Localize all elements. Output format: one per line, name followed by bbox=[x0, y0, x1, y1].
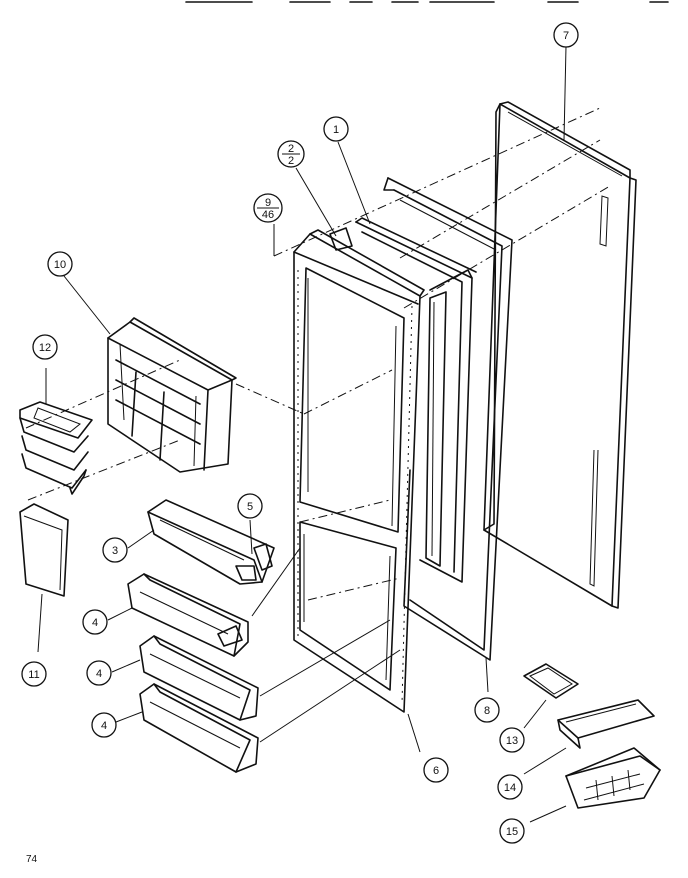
part-14-lid bbox=[557, 699, 655, 749]
callout-3: 3 bbox=[102, 537, 128, 563]
svg-text:14: 14 bbox=[504, 782, 516, 794]
callout-14: 14 bbox=[497, 774, 523, 800]
svg-text:6: 6 bbox=[433, 765, 439, 777]
callout-8: 8 bbox=[474, 697, 500, 723]
part-13-tray bbox=[523, 663, 579, 699]
callout-10: 10 bbox=[47, 251, 73, 277]
svg-text:4: 4 bbox=[92, 617, 98, 629]
svg-text:46: 46 bbox=[262, 209, 274, 221]
callout-1: 1 bbox=[323, 116, 349, 142]
callout-9-46: 9 46 bbox=[253, 193, 283, 223]
svg-text:4: 4 bbox=[96, 668, 102, 680]
callout-6: 6 bbox=[423, 757, 449, 783]
svg-text:1: 1 bbox=[333, 124, 339, 136]
svg-text:4: 4 bbox=[101, 720, 107, 732]
part-12-containers bbox=[19, 401, 93, 495]
svg-text:9: 9 bbox=[265, 197, 271, 209]
svg-text:10: 10 bbox=[54, 259, 66, 271]
part-6-inner-frame bbox=[293, 229, 425, 713]
svg-text:12: 12 bbox=[39, 342, 51, 354]
part-2-strip bbox=[329, 227, 353, 251]
part-7-outer-door bbox=[483, 101, 637, 609]
part-4-shelf-c bbox=[139, 683, 259, 773]
callout-13: 13 bbox=[499, 727, 525, 753]
callout-12: 12 bbox=[32, 334, 58, 360]
part-11-panel bbox=[19, 503, 69, 597]
page-number: 74 bbox=[26, 854, 38, 865]
part-1-liner bbox=[355, 217, 477, 583]
part-3-bin bbox=[147, 499, 275, 585]
callout-11: 11 bbox=[21, 661, 47, 687]
part-4-shelf-a bbox=[127, 573, 249, 657]
callout-2: 2 2 bbox=[277, 140, 305, 168]
svg-text:13: 13 bbox=[506, 735, 518, 747]
svg-text:7: 7 bbox=[563, 30, 569, 42]
svg-text:8: 8 bbox=[484, 705, 490, 717]
part-5-bracket bbox=[253, 543, 273, 571]
svg-text:2: 2 bbox=[288, 155, 294, 167]
part-15-ice-bin bbox=[565, 747, 661, 809]
svg-text:5: 5 bbox=[247, 501, 253, 513]
svg-text:15: 15 bbox=[506, 826, 518, 838]
svg-text:3: 3 bbox=[112, 545, 118, 557]
svg-text:2: 2 bbox=[288, 143, 294, 155]
callout-4-c: 4 bbox=[91, 712, 117, 738]
callout-4-a: 4 bbox=[82, 609, 108, 635]
callout-7: 7 bbox=[553, 22, 579, 48]
part-10-shelf-rack bbox=[107, 317, 237, 473]
part-4-shelf-b bbox=[139, 635, 259, 721]
part-8-gasket bbox=[383, 177, 513, 661]
leader-lines bbox=[37, 45, 567, 823]
callout-5: 5 bbox=[237, 493, 263, 519]
callout-15: 15 bbox=[499, 818, 525, 844]
svg-text:11: 11 bbox=[28, 669, 39, 681]
alignment-lines bbox=[25, 107, 611, 601]
callout-4-b: 4 bbox=[86, 660, 112, 686]
